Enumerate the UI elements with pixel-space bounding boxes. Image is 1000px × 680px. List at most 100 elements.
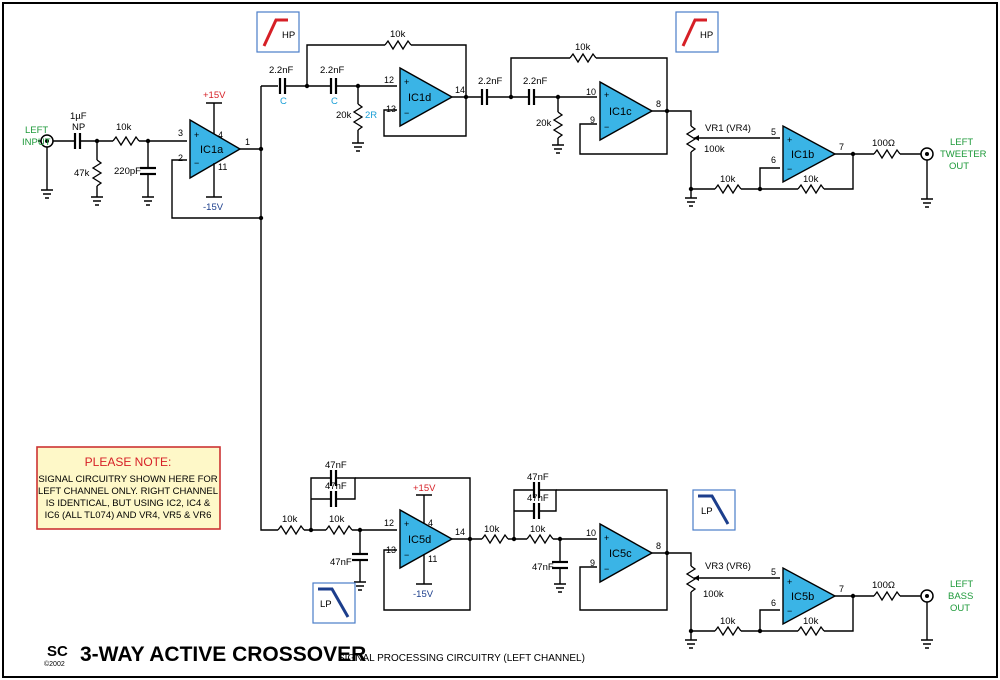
r-ic5b-fb-label: 10k xyxy=(803,616,819,627)
ic1d-pin13: 13 xyxy=(386,104,396,114)
bass-out-label-3: OUT xyxy=(950,603,970,614)
note-heading: PLEASE NOTE: xyxy=(85,455,172,469)
ic5c-label: IC5c xyxy=(609,548,632,560)
ic1b-label: IC1b xyxy=(791,149,814,161)
lp-badge-2: LP xyxy=(312,582,356,624)
lp-badge-2-text: LP xyxy=(320,599,332,610)
tweeter-out-label-3: OUT xyxy=(949,161,969,172)
c-lp-gnd1-label: 47nF xyxy=(330,557,352,568)
hp-badge-2: HP xyxy=(675,11,719,53)
note-line-1: SIGNAL CIRCUITRY SHOWN HERE FOR xyxy=(38,474,217,485)
r-lp4-label: 10k xyxy=(530,524,546,535)
ic1a-pos-rail: +15V xyxy=(203,90,226,101)
tweeter-out-label-1: LEFT xyxy=(950,137,973,148)
svg-text:−: − xyxy=(787,164,792,174)
ic1a-pin3: 3 xyxy=(178,128,183,138)
note-line-2: LEFT CHANNEL ONLY. RIGHT CHANNEL xyxy=(38,486,218,497)
ic1b-opamp xyxy=(782,124,837,184)
ic1d-pin12: 12 xyxy=(384,75,394,85)
r47k-label: 47k xyxy=(74,168,90,179)
ic5d-pin4: 4 xyxy=(428,518,433,528)
ic1a-label: IC1a xyxy=(200,144,224,156)
svg-text:−: − xyxy=(194,158,199,168)
c-hp2-sym: C xyxy=(331,96,338,107)
page-subtitle: SIGNAL PROCESSING CIRCUITRY (LEFT CHANNE… xyxy=(338,653,585,664)
vr3-value: 100k xyxy=(703,589,724,600)
svg-text:+: + xyxy=(604,90,609,100)
svg-text:+: + xyxy=(404,519,409,529)
tweeter-out-label-2: TWEETER xyxy=(940,149,987,160)
input-cap-np: NP xyxy=(72,122,85,133)
ic1c-label: IC1c xyxy=(609,106,632,118)
r-hp-gnd1-label: 20k xyxy=(336,110,352,121)
ic1a-neg-rail: -15V xyxy=(203,202,224,213)
left-input-label-1: LEFT xyxy=(25,125,48,136)
c-hp1-label: 2.2nF xyxy=(269,65,293,76)
ic5b-opamp xyxy=(782,566,837,626)
ic1c-pin8: 8 xyxy=(656,99,661,109)
svg-text:−: − xyxy=(404,550,409,560)
ic1a-pin1: 1 xyxy=(245,137,250,147)
c-hp1-sym: C xyxy=(280,96,287,107)
ic1a-pin4: 4 xyxy=(218,130,223,140)
r-lp3-label: 10k xyxy=(484,524,500,535)
input-capacitor xyxy=(73,133,82,149)
ic1a-pin2: 2 xyxy=(178,153,183,163)
hp-badge-1: HP xyxy=(256,11,300,53)
ic1b-pin7: 7 xyxy=(839,142,844,152)
vr1-label: VR1 (VR4) xyxy=(705,123,751,134)
ic1b-pin5: 5 xyxy=(771,127,776,137)
ic1d-opamp xyxy=(399,66,454,128)
ic5c-opamp xyxy=(599,522,654,584)
r-out-b-label: 100Ω xyxy=(872,580,895,591)
note-line-3: IS IDENTICAL, BUT USING IC2, IC4 & xyxy=(46,498,211,509)
ic5b-pin6: 6 xyxy=(771,598,776,608)
ic5b-label: IC5b xyxy=(791,591,814,603)
ic5d-neg-rail: -15V xyxy=(413,589,434,600)
ic1a-opamp xyxy=(189,118,242,180)
r-lp2-label: 10k xyxy=(329,514,345,525)
ic5c-pin8: 8 xyxy=(656,541,661,551)
c-lp-fb2b-label: 47nF xyxy=(527,493,549,504)
r-ic5b-gnd-label: 10k xyxy=(720,616,736,627)
ic5b-pin5: 5 xyxy=(771,567,776,577)
r-out-t-label: 100Ω xyxy=(872,138,895,149)
r-in-label: 10k xyxy=(116,122,132,133)
ic1c-opamp xyxy=(599,80,654,142)
ic5d-pin11: 11 xyxy=(428,554,437,564)
input-cap-value: 1µF xyxy=(70,111,87,122)
ic1d-pin14: 14 xyxy=(455,85,465,95)
c-hp4-label: 2.2nF xyxy=(523,76,547,87)
svg-text:−: − xyxy=(404,108,409,118)
svg-text:+: + xyxy=(604,533,609,543)
lp-badge-1: LP xyxy=(692,489,736,531)
bass-out-label-1: LEFT xyxy=(950,579,973,590)
ic5d-pin12: 12 xyxy=(384,518,394,528)
r-hp-fb1-label: 10k xyxy=(390,29,406,40)
svg-text:+: + xyxy=(194,130,199,140)
r-ic1b-fb-label: 10k xyxy=(803,174,819,185)
ic1d-label: IC1d xyxy=(408,92,431,104)
ic5d-label: IC5d xyxy=(408,534,431,546)
r-ic1b-gnd-label: 10k xyxy=(720,174,736,185)
ic1b-pin6: 6 xyxy=(771,155,776,165)
sc-logo: SC xyxy=(47,643,68,660)
c-hp2-label: 2.2nF xyxy=(320,65,344,76)
bass-out-jack xyxy=(920,589,934,649)
c220p-label: 220pF xyxy=(114,166,141,177)
left-input-label-2: INPUT xyxy=(22,137,51,148)
c-lp-gnd2-label: 47nF xyxy=(532,562,554,573)
r-hp-gnd2-label: 20k xyxy=(536,118,552,129)
svg-text:+: + xyxy=(404,77,409,87)
svg-text:+: + xyxy=(787,135,792,145)
ic1c-pin10: 10 xyxy=(586,87,596,97)
c-lp-fb1a-label: 47nF xyxy=(325,460,347,471)
note-box: PLEASE NOTE: SIGNAL CIRCUITRY SHOWN HERE… xyxy=(36,446,221,530)
vr1-value: 100k xyxy=(704,144,725,155)
r-hp-gnd1-sym: 2R xyxy=(365,110,377,121)
input-jack xyxy=(38,134,74,199)
svg-text:−: − xyxy=(604,564,609,574)
